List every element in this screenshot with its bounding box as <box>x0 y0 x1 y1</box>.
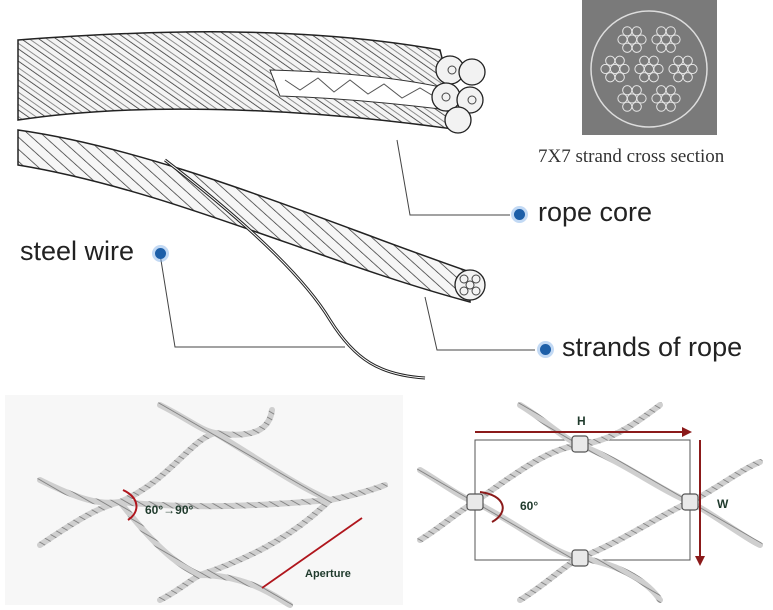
label-rope-core: rope core <box>538 197 653 227</box>
ferrules <box>466 435 699 567</box>
rope-end-upper <box>431 55 486 134</box>
w-label: W <box>717 497 729 511</box>
label-strands-of-rope: strands of rope <box>562 332 743 362</box>
rope-core-dot <box>514 209 525 220</box>
h-label: H <box>577 414 586 428</box>
strand-end <box>454 269 486 301</box>
cross-section-caption: 7X7 strand cross section <box>538 146 725 167</box>
leader-rope-core <box>396 139 510 216</box>
angle-arc-right <box>479 491 504 523</box>
mesh-diagram-left <box>5 395 403 608</box>
angle-label-left: 60°→90° <box>145 503 194 517</box>
rope-lower-strand <box>17 129 471 303</box>
strands-dot <box>540 344 551 355</box>
angle-arc-left <box>122 489 138 521</box>
wire-rope-illustration <box>17 31 535 380</box>
aperture-line <box>261 517 363 589</box>
leader-steel-wire <box>159 253 345 348</box>
aperture-label: Aperture <box>305 568 351 580</box>
mesh-diagram-right <box>413 395 768 605</box>
label-steel-wire: steel wire <box>20 236 135 266</box>
angle-label-right: 60° <box>520 499 539 513</box>
cross-section-image <box>582 0 717 135</box>
steel-wire-dot <box>155 248 166 259</box>
leader-strands <box>424 296 535 351</box>
